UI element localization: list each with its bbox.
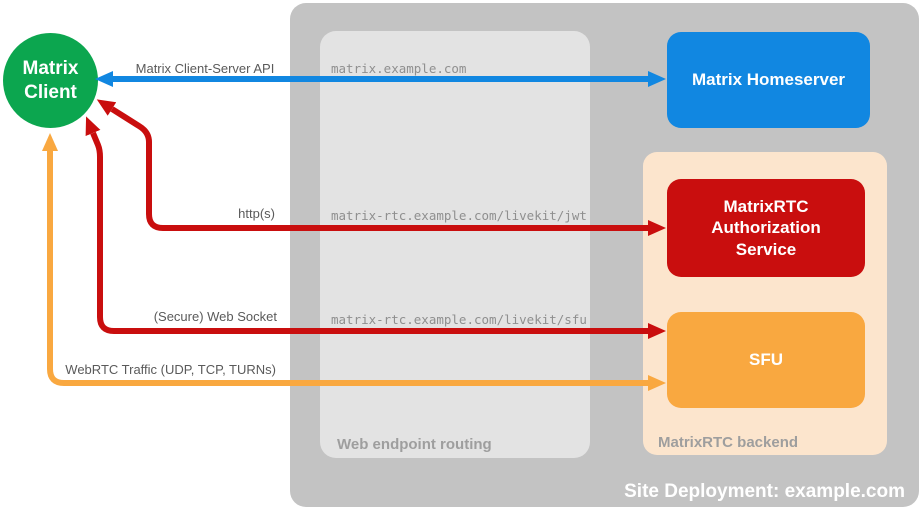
client-server-api-label: Matrix Client-Server API [135, 61, 275, 76]
http-label: http(s) [238, 206, 275, 221]
web-socket-label: (Secure) Web Socket [153, 309, 277, 324]
endpoint-livekit-jwt: matrix-rtc.example.com/livekit/jwt [331, 208, 587, 223]
matrix-homeserver-label: Matrix Homeserver [691, 70, 846, 90]
endpoint-matrix-domain: matrix.example.com [331, 61, 467, 76]
site-deployment-caption: Site Deployment: example.com [624, 481, 905, 502]
web-endpoint-routing-panel [320, 31, 590, 458]
sfu-label: SFU [749, 350, 783, 370]
web-endpoint-routing-caption: Web endpoint routing [337, 436, 492, 453]
matrix-client-node: Matrix Client [3, 33, 98, 128]
matrix-homeserver-node: Matrix Homeserver [667, 32, 870, 128]
sfu-node: SFU [667, 312, 865, 408]
matrixrtc-backend-caption: MatrixRTC backend [658, 434, 799, 451]
endpoint-livekit-sfu: matrix-rtc.example.com/livekit/sfu [331, 312, 587, 327]
matrix-client-label: Matrix Client [22, 57, 79, 103]
webrtc-traffic-label: WebRTC Traffic (UDP, TCP, TURNs) [65, 362, 276, 377]
matrixrtc-authorization-service-label: MatrixRTC Authorization Service [711, 197, 821, 259]
matrixrtc-authorization-service-node: MatrixRTC Authorization Service [667, 179, 865, 277]
